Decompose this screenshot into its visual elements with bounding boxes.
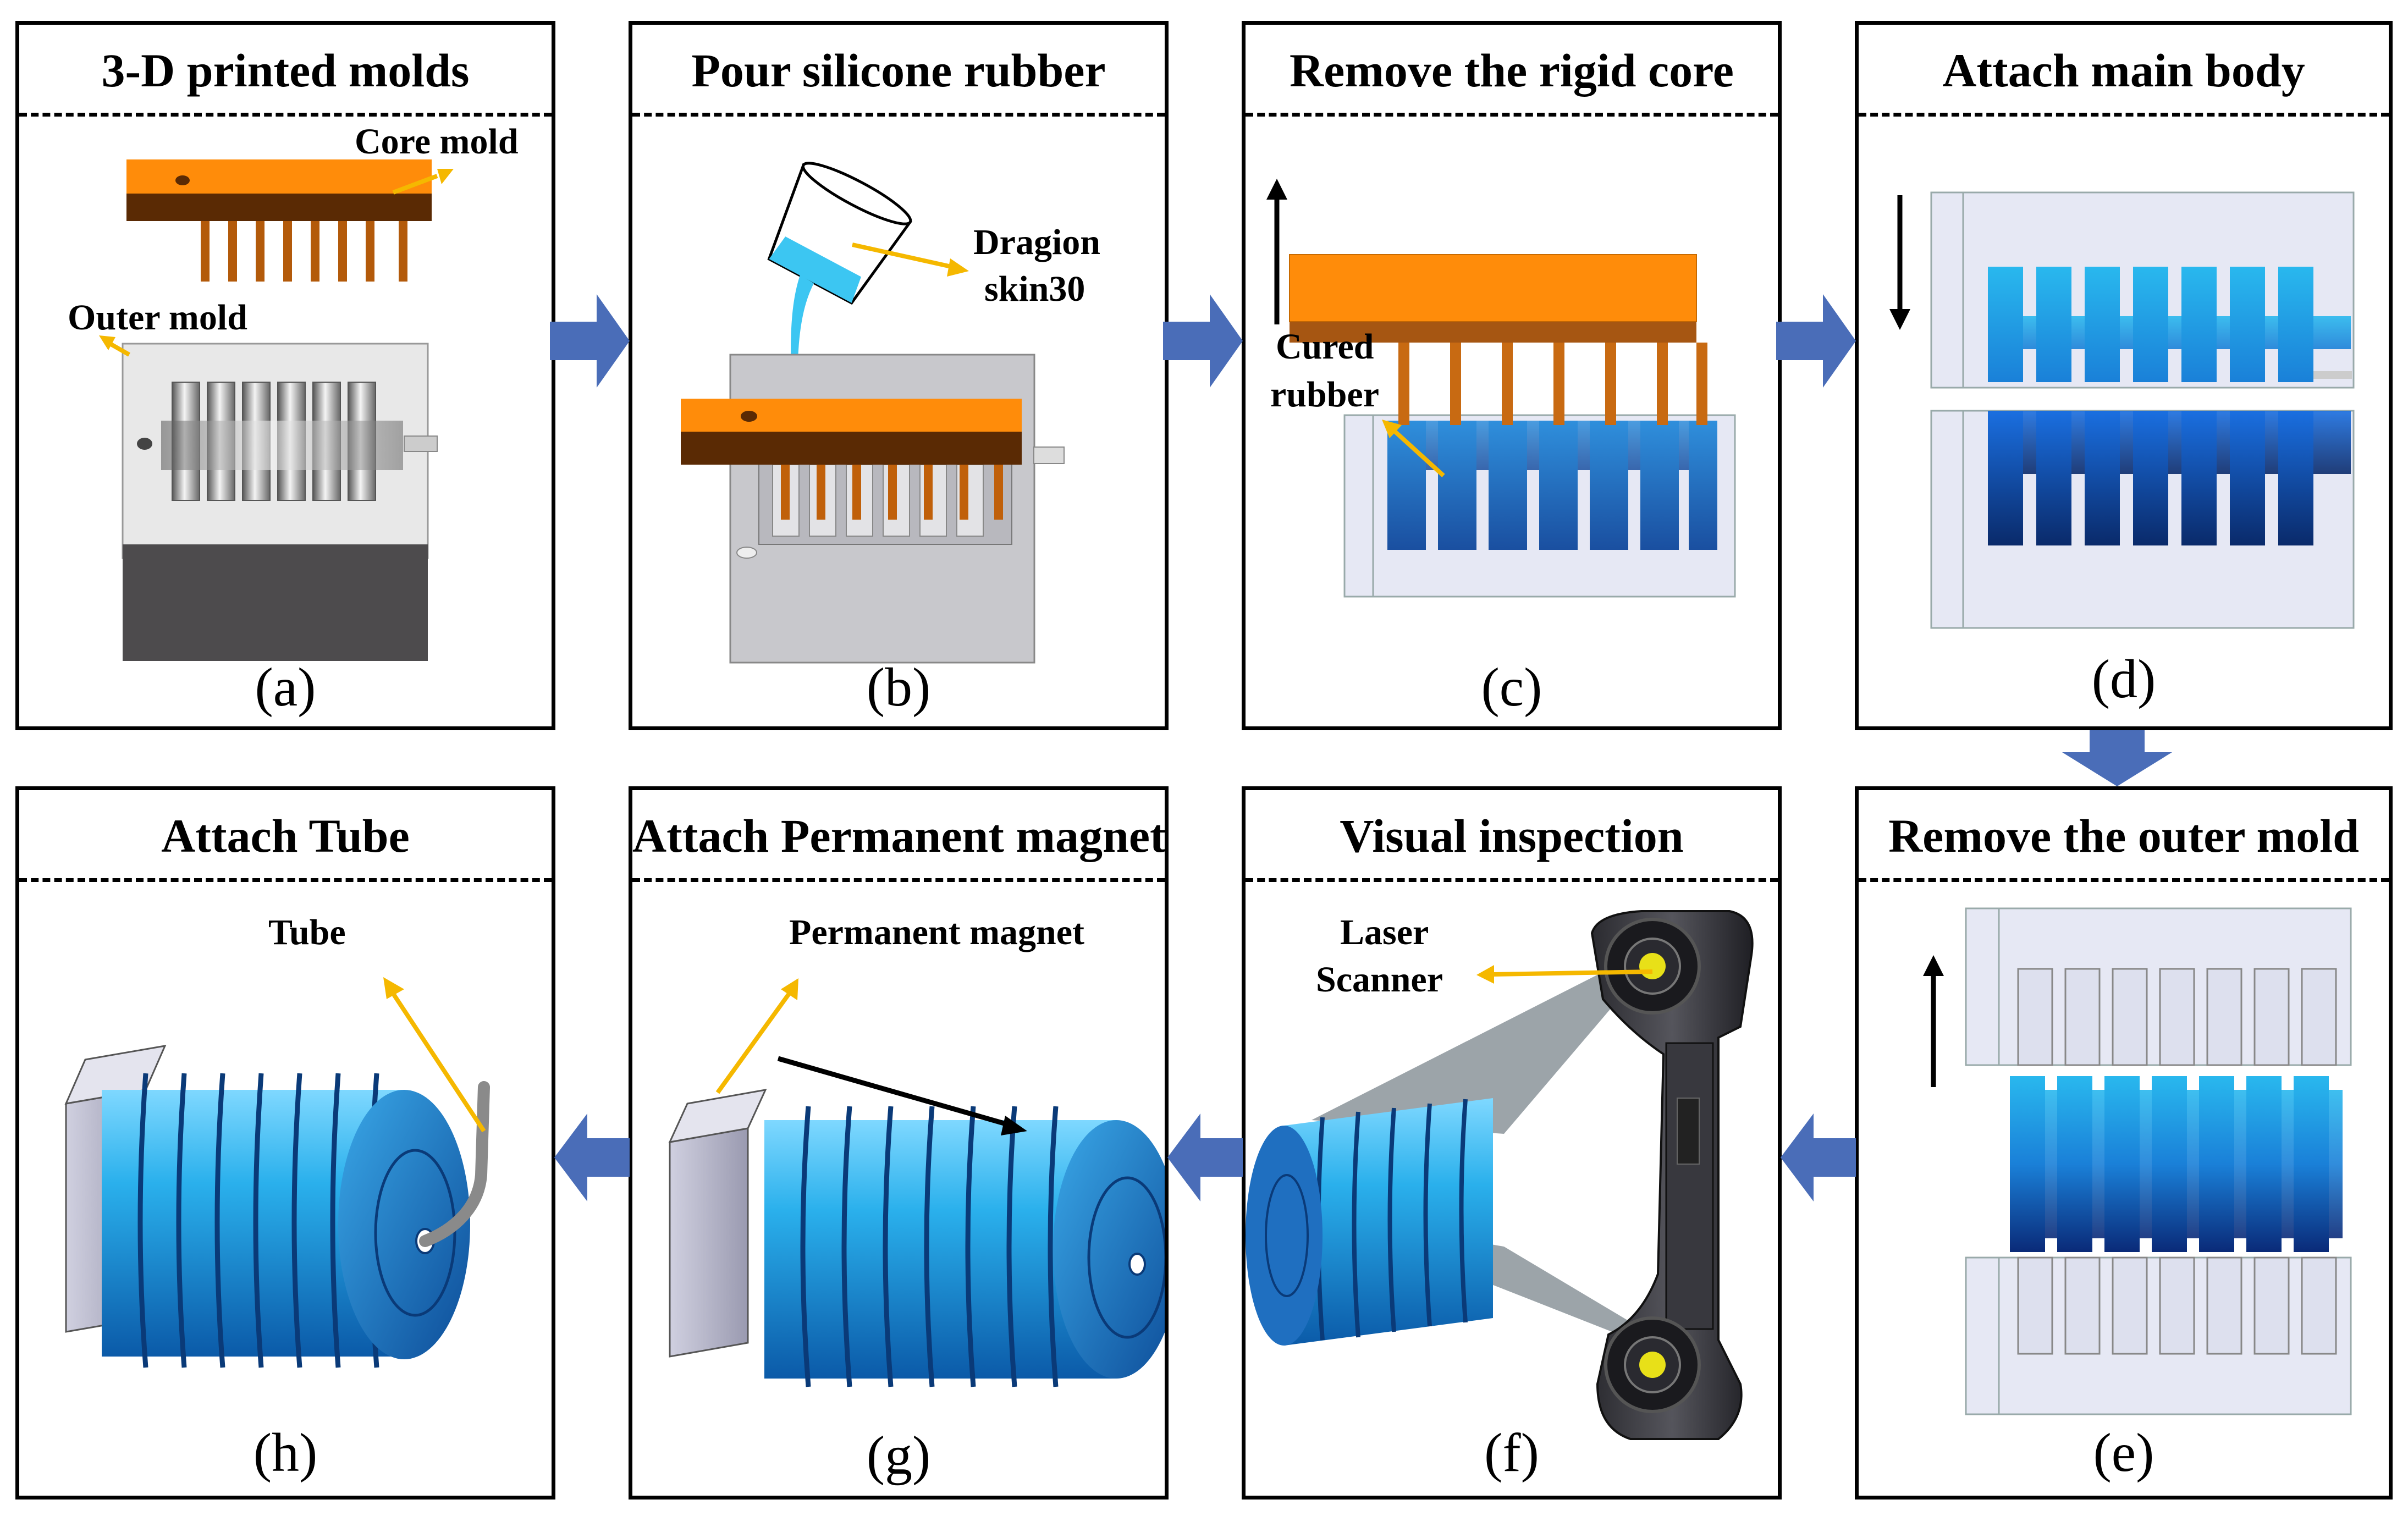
panel-b: Pour silicone rubber xyxy=(629,21,1169,730)
panel-e-label: (e) xyxy=(2093,1422,2154,1483)
laser-scanner-label-line2: Scanner xyxy=(1316,960,1443,1000)
dragon-skin-label-line2: skin30 xyxy=(984,269,1085,309)
cured-rubber-label-line2: rubber xyxy=(1270,374,1379,415)
panel-b-title: Pour silicone rubber xyxy=(691,44,1106,97)
core-mold-label: Core mold xyxy=(355,122,519,162)
cured-rubber-label-line1: Cured xyxy=(1276,327,1374,367)
molds-illustration xyxy=(99,159,454,661)
attach-body-illustration xyxy=(1889,191,2355,629)
flow-arrow-right-1 xyxy=(550,294,630,388)
core-removal-illustration xyxy=(1266,179,1736,598)
magnet-illustration xyxy=(668,978,1165,1387)
panel-f: Visual inspection xyxy=(1242,786,1782,1500)
flow-arrow-left-1 xyxy=(1781,1113,1856,1201)
panel-c: Remove the rigid core xyxy=(1242,21,1782,730)
panel-d: Attach main body xyxy=(1855,21,2393,730)
panel-h-label: (h) xyxy=(253,1422,318,1483)
panel-c-label: (c) xyxy=(1481,657,1542,718)
laser-scanner-label-line1: Laser xyxy=(1340,912,1429,952)
panel-f-label: (f) xyxy=(1484,1422,1539,1483)
flow-arrow-down xyxy=(2062,730,2172,786)
panel-c-title: Remove the rigid core xyxy=(1290,44,1734,97)
tube-illustration xyxy=(64,977,490,1368)
panel-h: Attach Tube xyxy=(15,786,555,1500)
title-divider xyxy=(1246,113,1778,117)
panel-e: Remove the outer mold xyxy=(1855,786,2393,1500)
title-divider xyxy=(632,113,1165,117)
title-divider xyxy=(1246,878,1778,882)
panel-g-title: Attach Permanent magnet xyxy=(632,809,1166,862)
tube-label: Tube xyxy=(268,912,346,952)
pour-illustration xyxy=(681,162,1065,664)
scan-illustration xyxy=(1246,910,1754,1440)
panel-a-label: (a) xyxy=(255,657,316,718)
panel-h-title: Attach Tube xyxy=(161,809,410,862)
flow-arrow-left-3 xyxy=(554,1113,630,1201)
panel-a-title: 3-D printed molds xyxy=(101,44,470,97)
permanent-magnet-label: Permanent magnet xyxy=(789,912,1085,952)
flow-arrow-left-2 xyxy=(1167,1113,1243,1201)
panel-a: 3-D printed molds xyxy=(15,21,555,730)
title-divider xyxy=(1859,113,2389,117)
title-divider xyxy=(19,878,552,882)
title-divider xyxy=(1859,878,2389,882)
flow-arrow-right-3 xyxy=(1776,294,1856,388)
panel-d-label: (d) xyxy=(2091,648,2156,709)
dragon-skin-label-line1: Dragion xyxy=(973,222,1100,262)
panel-b-label: (b) xyxy=(866,657,931,718)
panel-d-title: Attach main body xyxy=(1942,44,2305,97)
outer-mold-removal-illustration xyxy=(1923,907,2352,1415)
title-divider xyxy=(632,878,1165,882)
panel-g-label: (g) xyxy=(866,1425,931,1486)
panel-g: Attach Permanent magnet xyxy=(629,786,1169,1500)
panel-e-title: Remove the outer mold xyxy=(1888,809,2359,862)
panel-f-title: Visual inspection xyxy=(1340,809,1684,862)
flow-arrow-right-2 xyxy=(1163,294,1243,388)
outer-mold-label: Outer mold xyxy=(68,297,247,338)
title-divider xyxy=(19,113,552,117)
